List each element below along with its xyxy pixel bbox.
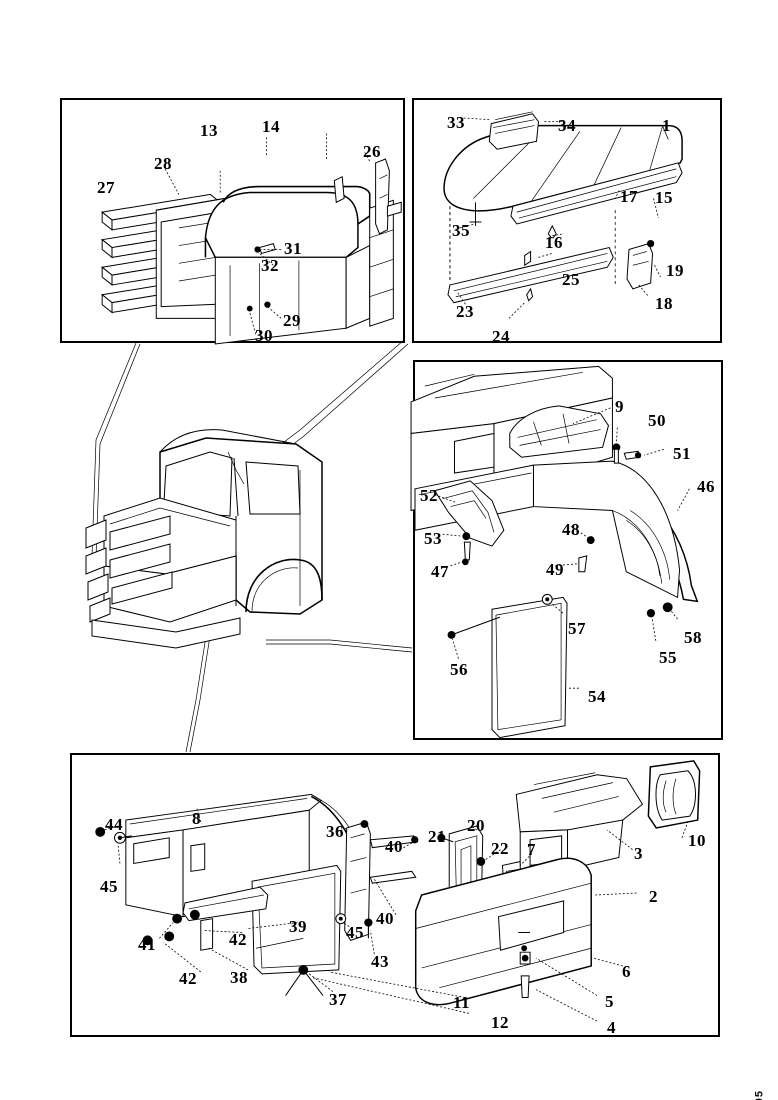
- callout-29: 29: [283, 311, 301, 330]
- callout-42-lower: 42: [179, 969, 197, 988]
- callout-16: 16: [545, 233, 563, 252]
- pin-25: [524, 250, 532, 267]
- callout-51: 51: [673, 444, 691, 463]
- callout-40-lower: 40: [376, 909, 394, 928]
- callout-6: 6: [622, 962, 631, 981]
- callout-9: 9: [615, 397, 624, 416]
- callout-31: 31: [284, 239, 302, 258]
- callout-14: 14: [262, 117, 280, 136]
- callout-44: 44: [105, 815, 123, 834]
- callout-47: 47: [431, 562, 449, 581]
- callout-30: 30: [255, 326, 273, 345]
- callout-1: 1: [662, 116, 671, 135]
- fastener-42a: [189, 909, 200, 920]
- fastener-30: [246, 305, 253, 312]
- callout-13: 13: [200, 121, 218, 140]
- callout-21: 21: [428, 827, 446, 846]
- fastener-29: [264, 301, 271, 308]
- callout-37: 37: [329, 990, 347, 1009]
- fastener-42b: [142, 935, 153, 946]
- callout-2: 2: [649, 887, 658, 906]
- callout-26: 26: [363, 142, 381, 161]
- bracket-38: [200, 918, 214, 951]
- callout-38: 38: [230, 968, 248, 987]
- callout-39: 39: [289, 917, 307, 936]
- callout-15: 15: [655, 188, 673, 207]
- fastener-22: [476, 857, 486, 866]
- panel-grille-assembly: [60, 98, 405, 345]
- callout-27: 27: [97, 178, 115, 197]
- callout-36: 36: [326, 822, 344, 841]
- callout-42-upper: 42: [229, 930, 247, 949]
- callout-17: 17: [620, 187, 638, 206]
- callout-19: 19: [666, 261, 684, 280]
- callout-43: 43: [371, 952, 389, 971]
- callout-3: 3: [634, 844, 643, 863]
- bumper-assembly-artwork: [95, 760, 701, 1022]
- callout-41: 41: [138, 935, 156, 954]
- callout-46: 46: [697, 477, 715, 496]
- callout-56: 56: [450, 660, 468, 679]
- fastener-55: [646, 609, 656, 618]
- callout-12: 12: [491, 1013, 509, 1032]
- panel-bumper-assembly: [70, 753, 720, 1037]
- callout-32: 32: [261, 256, 279, 275]
- rod-40-lower: [369, 870, 417, 884]
- pin-16: [547, 224, 557, 239]
- callout-22: 22: [491, 839, 509, 858]
- callout-20: 20: [467, 816, 485, 835]
- fastener-31: [254, 246, 261, 253]
- callout-40-upper: 40: [385, 837, 403, 856]
- panel-fender-assembly: [410, 360, 723, 740]
- callout-23: 23: [456, 302, 474, 321]
- sheet-code-watermark: F6V2405: [754, 1090, 766, 1100]
- fastener-44: [95, 826, 106, 837]
- callout-5: 5: [605, 992, 614, 1011]
- pin-49: [578, 555, 588, 573]
- callout-34: 34: [558, 116, 576, 135]
- fastener-58: [662, 602, 673, 613]
- callout-54: 54: [588, 687, 606, 706]
- callout-28: 28: [154, 154, 172, 173]
- callout-45-left: 45: [100, 877, 118, 896]
- callout-57: 57: [568, 619, 586, 638]
- callout-50: 50: [648, 411, 666, 430]
- callout-52: 52: [420, 486, 438, 505]
- callout-35: 35: [452, 221, 470, 240]
- callout-48: 48: [562, 520, 580, 539]
- pin-24: [526, 287, 534, 302]
- pin-47: [463, 541, 471, 561]
- callout-49: 49: [546, 560, 564, 579]
- fastener-43: [364, 918, 373, 927]
- fastener-53: [462, 532, 471, 541]
- callout-45-right: 45: [346, 923, 364, 942]
- callout-4: 4: [607, 1018, 616, 1037]
- panel-roof-assembly: [412, 98, 722, 343]
- bolt-4: [520, 975, 530, 999]
- roof-assembly-artwork: [443, 111, 683, 319]
- callout-18: 18: [655, 294, 673, 313]
- callout-53: 53: [424, 529, 442, 548]
- fender-assembly-artwork: [410, 365, 699, 739]
- callout-10: 10: [688, 831, 706, 850]
- fastener-41: [172, 913, 183, 924]
- grille-assembly-artwork: [100, 133, 402, 345]
- callout-25: 25: [562, 270, 580, 289]
- callout-8: 8: [192, 809, 201, 828]
- callout-24: 24: [492, 327, 510, 346]
- callout-55: 55: [659, 648, 677, 667]
- callout-33: 33: [447, 113, 465, 132]
- callout-58: 58: [684, 628, 702, 647]
- callout-7: 7: [527, 840, 536, 859]
- callout-11: 11: [453, 993, 471, 1012]
